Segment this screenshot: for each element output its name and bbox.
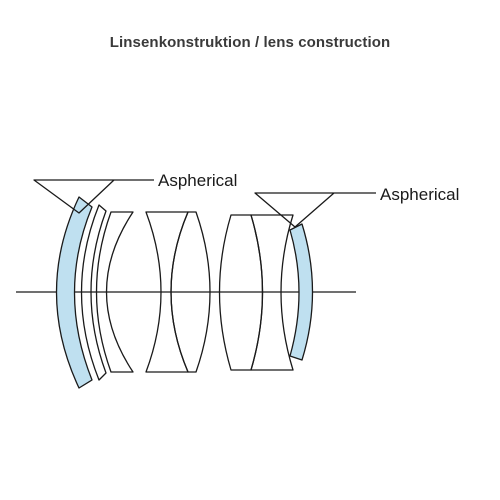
- lens-element-1-aspherical: [55, 196, 93, 389]
- rear-aspherical-label: Aspherical: [380, 185, 459, 204]
- lens-element-7: [250, 214, 294, 371]
- lens-element-8-aspherical: [289, 223, 314, 361]
- lens-element-5: [170, 211, 211, 373]
- lens-element-2: [80, 204, 107, 381]
- front-aspherical-label: Aspherical: [158, 171, 237, 190]
- rear-aspherical-callout: [254, 192, 376, 228]
- front-aspherical-callout: [33, 179, 154, 214]
- lens-element-3: [95, 211, 134, 373]
- page-title: Linsenkonstruktion / lens construction: [109, 34, 391, 51]
